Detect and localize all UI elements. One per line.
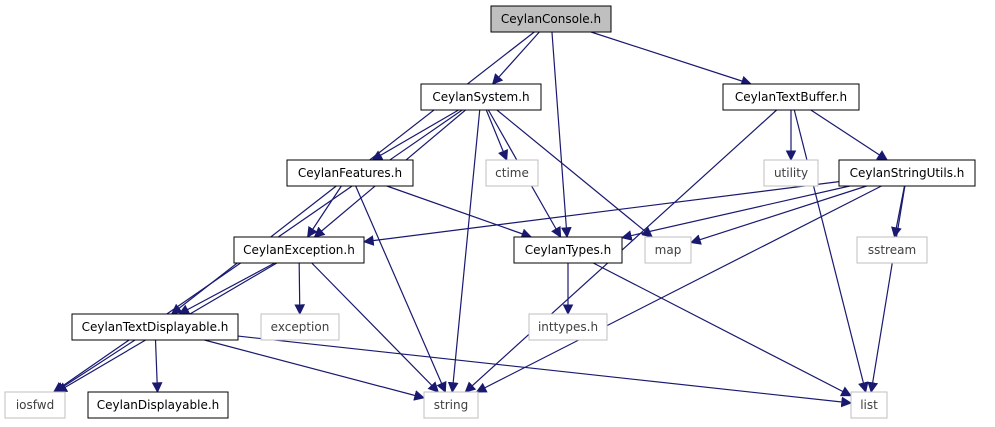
edge-ceylan-string-utils-to-list [867, 185, 906, 394]
node-ceylan-types[interactable]: CeylanTypes.h [513, 236, 623, 264]
node-label: utility [774, 166, 808, 180]
node-box [856, 236, 928, 264]
edge-ceylan-text-displayable-to-iosfwd [54, 339, 136, 393]
node-label: CeylanTextBuffer.h [735, 90, 847, 104]
node-box [423, 391, 479, 419]
node-label: list [860, 398, 878, 412]
node-box [528, 313, 608, 341]
node-box [87, 391, 229, 419]
node-box [260, 313, 340, 341]
node-list: list [850, 391, 888, 419]
edge-ceylan-system-to-map [496, 109, 653, 238]
edge-ceylan-text-buffer-to-list [793, 109, 869, 394]
edge-ceylan-system-to-ctime [485, 109, 509, 162]
edge-ceylan-system-to-ceylan-features [371, 109, 459, 161]
node-box [644, 236, 692, 264]
edge-ceylan-console-to-ceylan-system [491, 31, 540, 85]
node-box [485, 159, 539, 187]
edge-ceylan-text-displayable-to-string [204, 339, 426, 401]
node-ceylan-string-utils[interactable]: CeylanStringUtils.h [838, 159, 976, 187]
node-ceylan-console[interactable]: CeylanConsole.h [490, 5, 612, 33]
edge-ceylan-text-displayable-to-list [237, 335, 853, 408]
edge-ceylan-string-utils-to-sstream [891, 185, 906, 239]
node-label: string [434, 398, 468, 412]
node-box [490, 5, 612, 33]
edge-ceylan-features-to-ceylan-exception [307, 185, 342, 238]
edge-ceylan-exception-to-exception [294, 262, 306, 316]
node-label: map [655, 243, 682, 257]
node-box [763, 159, 819, 187]
node-ceylan-displayable[interactable]: CeylanDisplayable.h [87, 391, 229, 419]
node-label: CeylanFeatures.h [298, 166, 402, 180]
edge-ceylan-exception-to-string [311, 262, 440, 393]
edge-ceylan-string-utils-to-ceylan-types [620, 185, 850, 241]
node-sstream: sstream [856, 236, 928, 264]
edge-ceylan-system-to-string [447, 109, 481, 394]
node-iosfwd: iosfwd [4, 391, 66, 419]
edge-ceylan-text-buffer-to-ceylan-string-utils [810, 109, 889, 161]
edge-ceylan-features-to-ceylan-types [386, 185, 533, 239]
node-exception: exception [260, 313, 340, 341]
node-label: CeylanDisplayable.h [97, 398, 220, 412]
node-box [286, 159, 414, 187]
node-box [722, 83, 860, 111]
node-label: CeylanStringUtils.h [850, 166, 965, 180]
node-box [850, 391, 888, 419]
node-box [4, 391, 66, 419]
edge-ceylan-types-to-list [592, 262, 852, 397]
node-ctime: ctime [485, 159, 539, 187]
node-box [513, 236, 623, 264]
edge-ceylan-console-to-ceylan-types [551, 31, 572, 239]
edge-ceylan-string-utils-to-string [475, 185, 882, 393]
node-string: string [423, 391, 479, 419]
edge-ceylan-exception-to-ceylan-text-displayable [178, 262, 275, 315]
node-box [233, 236, 365, 264]
node-ceylan-text-buffer[interactable]: CeylanTextBuffer.h [722, 83, 860, 111]
node-label: CeylanSystem.h [432, 90, 529, 104]
edge-ceylan-text-displayable-to-ceylan-displayable [151, 339, 163, 394]
node-ceylan-system[interactable]: CeylanSystem.h [420, 83, 542, 111]
node-label: ctime [495, 166, 529, 180]
node-utility: utility [763, 159, 819, 187]
node-box [71, 313, 239, 341]
edge-ceylan-features-to-string [355, 185, 447, 393]
node-label: CeylanTypes.h [525, 243, 611, 257]
edge-ceylan-string-utils-to-ceylan-exception [362, 181, 840, 246]
node-inttypes: inttypes.h [528, 313, 608, 341]
node-ceylan-exception[interactable]: CeylanException.h [233, 236, 365, 264]
node-box [420, 83, 542, 111]
node-map: map [644, 236, 692, 264]
edge-ceylan-console-to-ceylan-text-buffer [590, 31, 753, 87]
node-label: CeylanTextDisplayable.h [82, 320, 229, 334]
node-label: exception [271, 320, 330, 334]
node-label: sstream [868, 243, 916, 257]
node-ceylan-text-displayable[interactable]: CeylanTextDisplayable.h [71, 313, 239, 341]
node-ceylan-features[interactable]: CeylanFeatures.h [286, 159, 414, 187]
edge-ceylan-string-utils-to-map [689, 185, 867, 245]
node-label: inttypes.h [538, 320, 598, 334]
node-label: CeylanException.h [243, 243, 355, 257]
node-label: iosfwd [16, 398, 54, 412]
node-label: CeylanConsole.h [501, 12, 601, 26]
node-box [838, 159, 976, 187]
